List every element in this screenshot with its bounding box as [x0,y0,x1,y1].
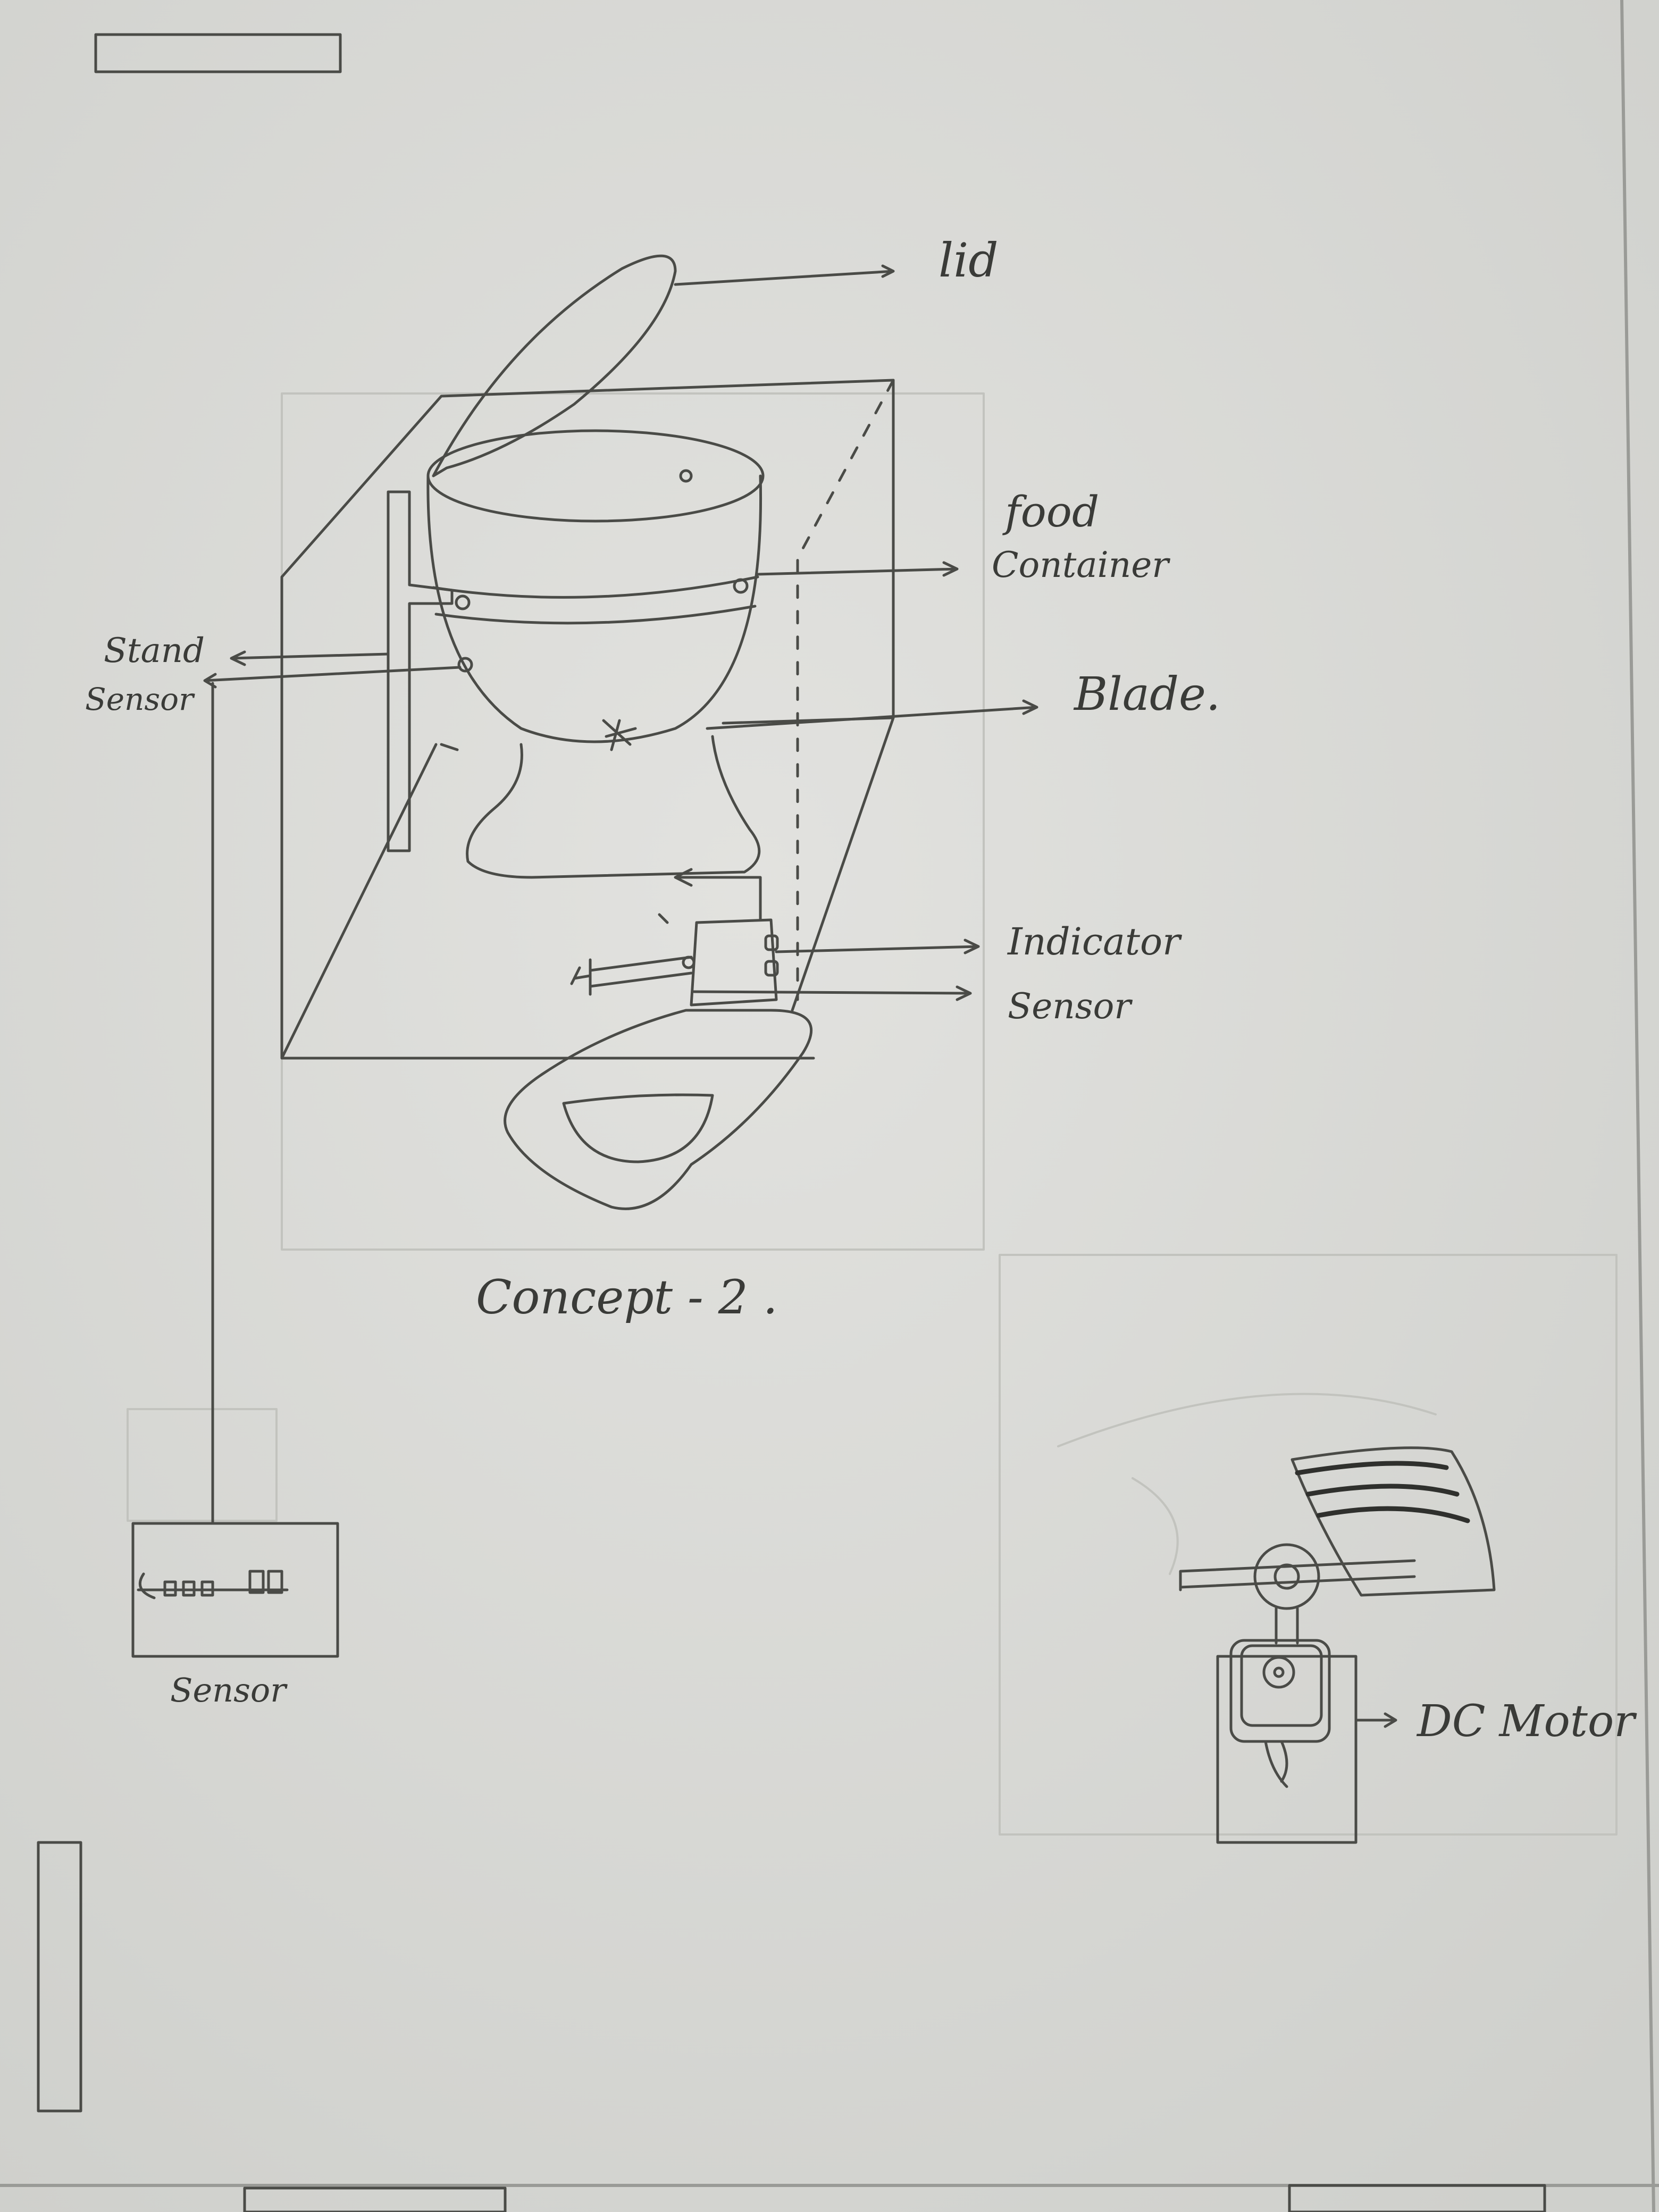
label-dc-motor: DC Motor [1416,1696,1637,1747]
label-concept-2: Concept - 2 . [476,1270,778,1325]
label-indicator: Indicator [1007,920,1182,963]
label-food: food [1002,487,1099,537]
label-sensor-box: Sensor [170,1671,288,1710]
label-sensor-right: Sensor [1008,986,1133,1027]
label-sensor-left: Sensor [85,681,195,717]
label-container: Container [992,544,1170,585]
label-lid: lid [939,233,999,288]
label-stand: Stand [104,631,205,671]
label-blade: Blade. [1073,668,1220,721]
